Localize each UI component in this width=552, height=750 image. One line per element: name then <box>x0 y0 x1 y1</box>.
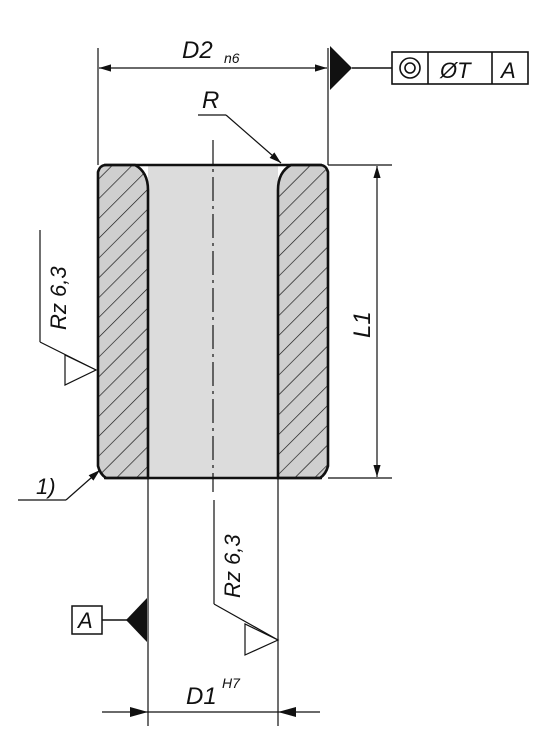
note-label: 1) <box>36 474 56 499</box>
datum-triangle <box>126 598 147 642</box>
d2-label: D2 <box>182 37 213 64</box>
datum-feature-triangle <box>330 46 352 90</box>
tolerance-frame: ØT A <box>391 51 529 85</box>
datum-a: A <box>71 598 147 642</box>
radius-label: R <box>202 87 219 114</box>
outer-roughness-label: Rz 6,3 <box>46 266 71 330</box>
bore-roughness-label: Rz 6,3 <box>220 534 245 598</box>
d1-label: D1 <box>186 683 217 710</box>
datum-a-label: A <box>76 608 93 633</box>
bore-area <box>148 165 278 478</box>
tolerance-value: ØT <box>439 58 472 83</box>
radius-leader <box>225 114 282 164</box>
note-leader: 1) <box>18 469 101 501</box>
outer-roughness-symbol: Rz 6,3 <box>39 230 98 386</box>
left-wall-section <box>96 163 150 480</box>
d1-tolerance: H7 <box>222 675 241 691</box>
right-wall-section <box>276 163 330 480</box>
tolerance-datum: A <box>499 58 516 83</box>
d2-tolerance: n6 <box>224 50 240 66</box>
l1-label: L1 <box>349 311 376 338</box>
bore-roughness-symbol: Rz 6,3 <box>213 500 280 656</box>
d1-arrow-right <box>278 707 296 717</box>
concentricity-icon <box>399 57 421 79</box>
d1-arrow-left <box>130 707 148 717</box>
